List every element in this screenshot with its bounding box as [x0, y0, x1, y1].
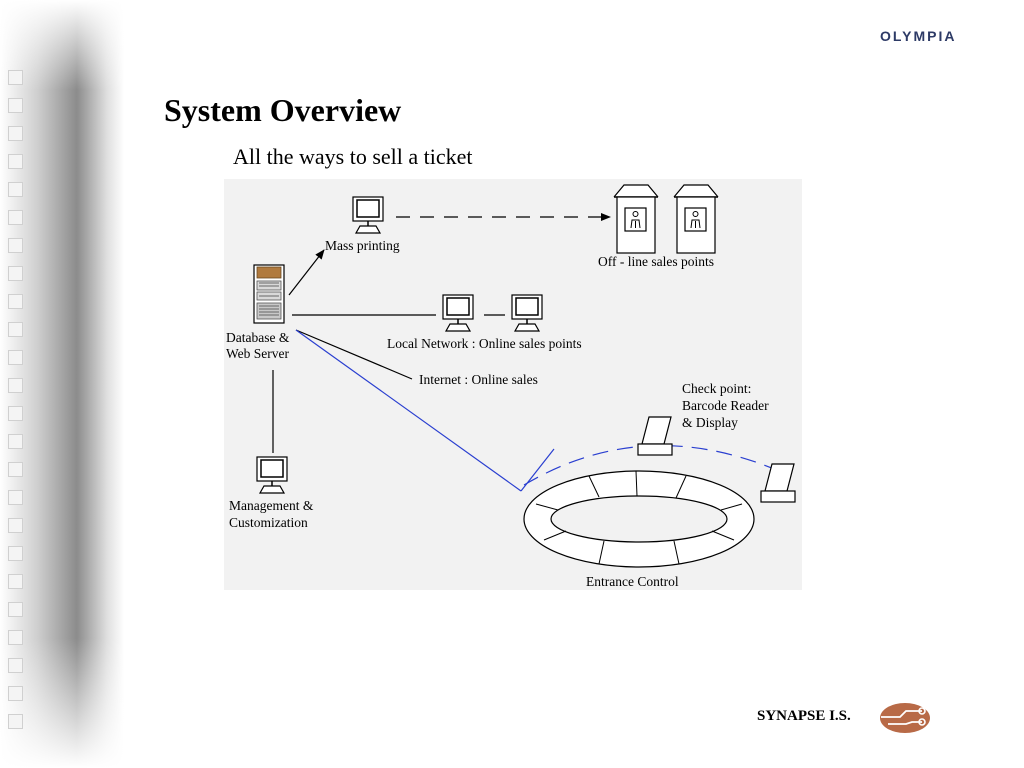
mass-printing-computer-icon [352, 196, 384, 234]
label-management: Management & Customization [229, 498, 314, 530]
link-server-internet-entrance [295, 329, 522, 492]
film-hole [8, 546, 23, 561]
left-film-strip-decoration [0, 0, 124, 768]
film-hole [8, 686, 23, 701]
label-line: Management & [229, 498, 314, 513]
label-line: Barcode Reader [682, 398, 769, 413]
film-hole [8, 378, 23, 393]
film-hole [8, 434, 23, 449]
offline-sales-kiosk-icon [613, 184, 659, 254]
film-hole [8, 518, 23, 533]
film-hole [8, 658, 23, 673]
film-hole [8, 294, 23, 309]
local-network-computer-icon [442, 294, 474, 332]
label-check-point: Check point: Barcode Reader & Display [682, 381, 769, 430]
film-hole [8, 350, 23, 365]
label-database-web-server: Database &Web Server [226, 330, 290, 361]
label-local-network: Local Network : Online sales points [387, 336, 582, 351]
label-line: Web Server [226, 346, 290, 361]
offline-sales-kiosk-icon-2 [673, 184, 719, 254]
film-hole [8, 490, 23, 505]
slide-title: System Overview [164, 92, 402, 128]
film-hole [8, 70, 23, 85]
synapse-logo-icon [880, 703, 930, 733]
slide-subtitle: All the ways to sell a ticket [233, 144, 473, 169]
link-server-internet [295, 329, 413, 380]
olympia-logo: OLYMPIA [880, 28, 957, 44]
label-line: Database & [226, 330, 290, 345]
film-hole [8, 210, 23, 225]
link-server-mass-printing [288, 249, 325, 296]
label-internet: Internet : Online sales [419, 372, 538, 387]
label-line: Customization [229, 515, 308, 530]
local-network-computer-icon-2 [511, 294, 543, 332]
label-line: & Display [682, 415, 738, 430]
film-hole [8, 154, 23, 169]
diagram-canvas: Mass printing Off - line sales points Lo… [226, 184, 796, 589]
film-hole [8, 238, 23, 253]
film-hole [8, 630, 23, 645]
film-hole [8, 714, 23, 729]
management-computer-icon [256, 456, 288, 494]
company-name: SYNAPSE I.S. [757, 708, 851, 724]
film-hole [8, 322, 23, 337]
film-hole [8, 574, 23, 589]
film-hole [8, 126, 23, 141]
checkpoint-laptop-icon [637, 416, 673, 456]
film-hole [8, 98, 23, 113]
link-internet-entrance [520, 448, 555, 492]
label-line: Check point: [682, 381, 751, 396]
film-hole [8, 266, 23, 281]
film-hole [8, 602, 23, 617]
label-offline-sales-points: Off - line sales points [598, 254, 714, 269]
checkpoint-laptop-icon-2 [760, 463, 796, 503]
film-perforations [8, 70, 28, 729]
film-hole [8, 462, 23, 477]
system-diagram: Mass printing Off - line sales points Lo… [224, 179, 802, 590]
label-mass-printing: Mass printing [325, 238, 400, 253]
film-hole [8, 182, 23, 197]
label-entrance-control: Entrance Control [586, 574, 679, 589]
entrance-control-ring [523, 470, 755, 568]
film-hole [8, 406, 23, 421]
database-web-server-icon [253, 264, 285, 324]
